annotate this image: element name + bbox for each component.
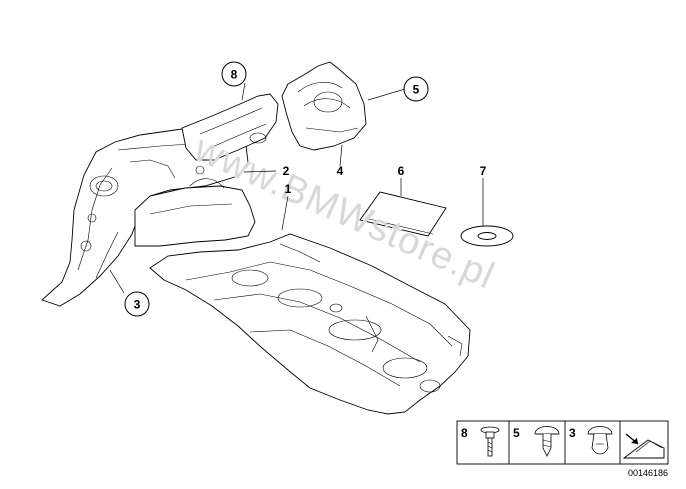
legend-item-8-label: 8: [461, 426, 468, 440]
insulation-pad-icon: [622, 433, 665, 459]
callout-3: 3: [124, 291, 150, 317]
callout-5-label: 5: [413, 83, 420, 97]
part-1-floor-covering: [149, 233, 471, 415]
callout-5: 5: [403, 76, 429, 102]
legend-item-3-label: 3: [569, 426, 576, 440]
expansion-rivet-icon: [534, 426, 560, 457]
clip-rivet-icon: [587, 426, 613, 455]
label-7: 7: [480, 164, 487, 178]
label-6: 6: [398, 164, 405, 178]
part-6-mat: [359, 191, 447, 237]
callout-8: 8: [221, 61, 247, 87]
part-4-wheel-arch-shell: [281, 61, 367, 151]
part-7-washer: [460, 225, 514, 247]
label-1: 1: [285, 182, 292, 196]
label-4: 4: [337, 164, 344, 178]
callout-3-label: 3: [134, 298, 141, 312]
part-2-wheelhouse-trim: [134, 178, 256, 247]
reference-number: 00146186: [628, 468, 668, 478]
legend-item-5-label: 5: [513, 426, 520, 440]
callout-8-label: 8: [231, 68, 238, 82]
fastener-legend: 8 5 3: [456, 420, 669, 465]
leader-lines: [109, 82, 484, 294]
label-2: 2: [283, 164, 290, 178]
screw-icon: [480, 426, 500, 457]
part-8-upper-panel: [181, 93, 279, 161]
